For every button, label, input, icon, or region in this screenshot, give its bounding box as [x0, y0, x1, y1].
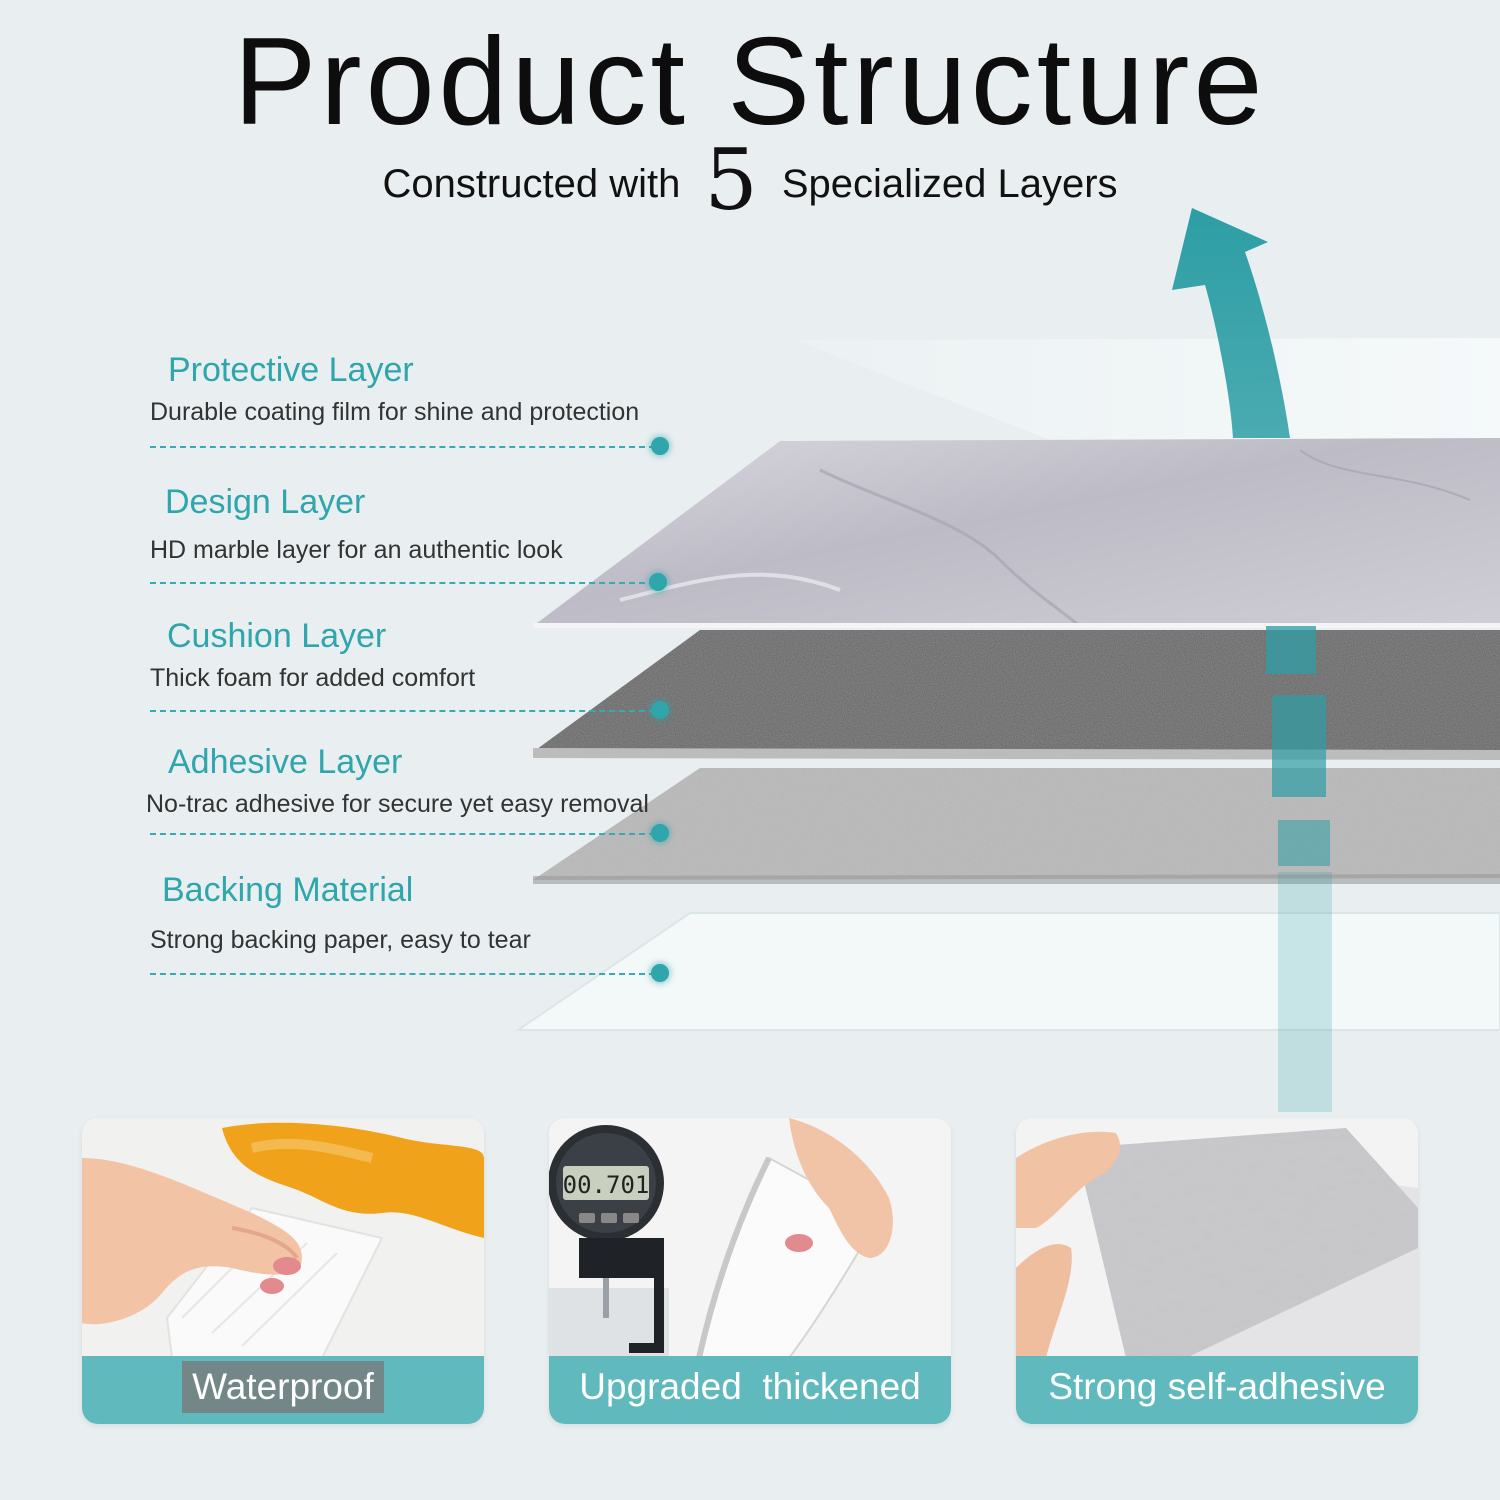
leader-line — [150, 446, 655, 448]
layer-name: Design Layer — [165, 483, 366, 521]
layer-adhesive: Adhesive Layer No-trac adhesive for secu… — [146, 742, 670, 820]
marble-design-sheet — [533, 438, 1500, 626]
layer-description: No-trac adhesive for secure yet easy rem… — [146, 790, 649, 818]
leader-dot — [649, 573, 667, 591]
leader-line — [150, 833, 655, 835]
leader-line — [150, 710, 655, 712]
feature-card-waterproof: Waterproof — [82, 1118, 484, 1424]
hand-wiping-spill-photo — [82, 1118, 484, 1358]
layer-backing: Backing Material Strong backing paper, e… — [150, 870, 670, 956]
layer-name: Backing Material — [162, 871, 414, 909]
page-title: Product Structure — [233, 13, 1267, 151]
layer-description: HD marble layer for an authentic look — [150, 536, 563, 564]
feature-bar: Waterproof — [82, 1356, 484, 1424]
thickness-gauge-photo: 00.701 — [549, 1118, 951, 1358]
backing-paper-sheet — [514, 912, 1500, 1031]
subtitle-prefix: Constructed with — [382, 162, 681, 206]
layer-description: Thick foam for added comfort — [150, 664, 476, 692]
layer-design: Design Layer HD marble layer for an auth… — [150, 482, 670, 566]
leader-dot — [651, 964, 669, 982]
layer-count: 5 — [704, 131, 758, 229]
protective-film-sheet — [795, 338, 1500, 440]
gauge-reading: 00.701 — [563, 1171, 650, 1199]
feature-card-thickened: 00.701 Upgraded thickened — [549, 1118, 951, 1424]
feature-label: Strong self-adhesive — [1048, 1366, 1386, 1407]
layer-name: Protective Layer — [168, 351, 414, 389]
adhesive-foam-sheet — [533, 768, 1500, 880]
feature-bar: Upgraded thickened — [549, 1356, 951, 1424]
feature-card-adhesive: Strong self-adhesive — [1016, 1118, 1418, 1424]
layer-protective: Protective Layer Durable coating film fo… — [150, 350, 670, 428]
cushion-foam-sheet — [533, 630, 1500, 755]
leader-line — [150, 973, 655, 975]
leader-dot — [651, 701, 669, 719]
layer-cushion: Cushion Layer Thick foam for added comfo… — [150, 616, 670, 694]
layer-name: Adhesive Layer — [168, 743, 403, 781]
feature-label: Upgraded thickened — [579, 1366, 921, 1407]
page-subtitle: Constructed with 5 Specialized Layers — [0, 130, 1500, 234]
leader-line — [150, 582, 655, 584]
layer-name: Cushion Layer — [167, 617, 387, 655]
layer-description: Durable coating film for shine and prote… — [150, 398, 640, 426]
upward-arrow — [1172, 208, 1332, 1112]
feature-bar: Strong self-adhesive — [1016, 1356, 1418, 1424]
peeling-adhesive-photo — [1016, 1118, 1418, 1358]
subtitle-suffix: Specialized Layers — [781, 162, 1118, 206]
feature-label: Waterproof — [82, 1356, 484, 1424]
leader-dot — [651, 437, 669, 455]
leader-dot — [651, 824, 669, 842]
layer-description: Strong backing paper, easy to tear — [150, 926, 531, 954]
feature-label-text: Waterproof — [182, 1361, 384, 1413]
